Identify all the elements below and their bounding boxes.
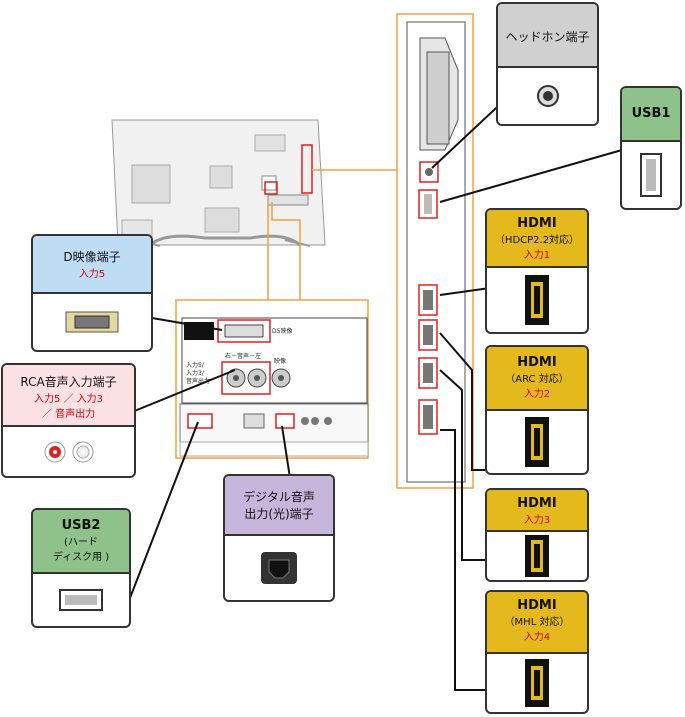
- panel-label-in3: 入力3/: [186, 370, 204, 377]
- panel-label-in5: 入力5/: [186, 362, 204, 369]
- usb2-callout: USB2 (ハード ディスク用 ): [31, 508, 131, 628]
- optical-line1: デジタル音声: [243, 490, 315, 504]
- usb1-title: USB1: [631, 106, 671, 121]
- hdmi1-subtitle: （HDCP2.2対応）: [494, 235, 580, 246]
- headphone-jack-icon: [536, 85, 559, 107]
- d-video-title: D映像端子: [63, 250, 121, 264]
- hdmi2-subtitle: （ARC 対応）: [505, 374, 569, 385]
- usb2-line1: (ハード: [64, 537, 98, 548]
- hdmi1-input: 入力1: [523, 250, 551, 261]
- usb-port-icon: [640, 153, 662, 197]
- hdmi-port-icon: [525, 417, 549, 467]
- side-terminal-strip: [396, 13, 474, 489]
- usb-port-icon: [59, 589, 103, 611]
- panel-label-audio-out: 音声出力: [186, 378, 211, 385]
- optical-port-icon: [261, 552, 297, 584]
- optical-line2: 出力(光)端子: [244, 507, 314, 521]
- usb2-line2: ディスク用 ): [52, 552, 110, 563]
- optical-callout: デジタル音声 出力(光)端子: [223, 474, 335, 602]
- hdmi1-title: HDMI: [517, 216, 557, 231]
- terminal-panel: [175, 299, 369, 459]
- usb1-callout: USB1: [620, 86, 682, 210]
- d-terminal-icon: [65, 311, 119, 333]
- hdmi4-title: HDMI: [517, 598, 557, 613]
- hdmi-port-icon: [525, 535, 549, 577]
- hdmi-port-icon: [525, 275, 549, 325]
- hdmi4-callout: HDMI （MHL 対応） 入力4: [485, 590, 589, 714]
- usb2-title: USB2: [61, 518, 101, 533]
- tv-back-illustration: [111, 119, 326, 247]
- hdmi2-input: 入力2: [523, 389, 551, 400]
- rca-inputs: 入力5 ／ 入力3: [33, 394, 104, 405]
- hdmi2-callout: HDMI （ARC 対応） 入力2: [485, 345, 589, 475]
- panel-label-video: 映像: [274, 358, 287, 365]
- hdmi3-callout: HDMI 入力3: [485, 488, 589, 582]
- headphone-title: ヘッドホン端子: [505, 30, 590, 44]
- orange-leader-lines: [267, 169, 397, 300]
- hdmi2-title: HDMI: [517, 355, 557, 370]
- hdmi3-title: HDMI: [517, 496, 557, 511]
- rca-callout: RCA音声入力端子 入力5 ／ 入力3 ／ 音声出力: [1, 363, 136, 478]
- rca-output: ／ 音声出力: [41, 409, 96, 420]
- hdmi4-subtitle: （MHL 対応）: [504, 617, 570, 628]
- headphone-callout: ヘッドホン端子: [496, 2, 599, 126]
- hdmi1-callout: HDMI （HDCP2.2対応） 入力1: [485, 208, 589, 334]
- hdmi-port-icon: [525, 659, 549, 707]
- panel-label-d5: D5映像: [272, 328, 293, 335]
- panel-label-lr: 右－音声－左: [225, 353, 262, 360]
- d-video-callout: D映像端子 入力5: [31, 234, 153, 352]
- d-video-input: 入力5: [78, 269, 106, 280]
- hdmi4-input: 入力4: [523, 632, 551, 643]
- hdmi3-input: 入力3: [523, 515, 551, 526]
- rca-jacks-icon: [44, 441, 93, 462]
- rca-title: RCA音声入力端子: [20, 375, 117, 389]
